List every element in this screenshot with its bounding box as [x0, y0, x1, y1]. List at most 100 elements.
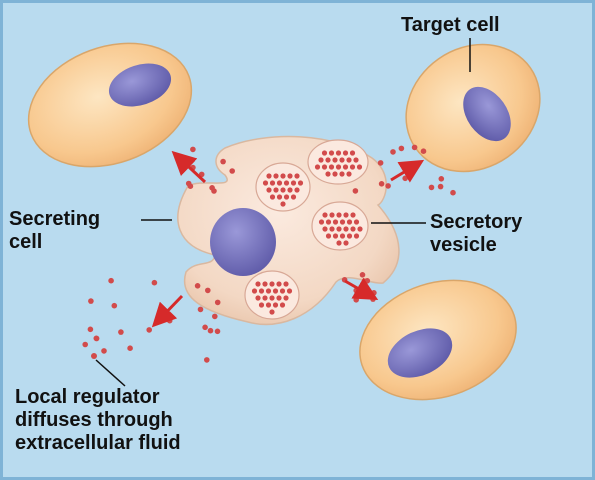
molecule-dot: [339, 219, 346, 225]
molecule-dot: [352, 188, 359, 194]
nucleus: [463, 86, 511, 142]
molecule-dot: [87, 326, 94, 333]
molecule-dot: [279, 302, 286, 308]
molecule-dot: [108, 277, 114, 284]
molecule-dot: [88, 298, 94, 304]
molecule-dot: [332, 157, 338, 163]
molecule-dot: [276, 295, 282, 301]
molecule-dot: [91, 353, 97, 359]
molecule-dot: [336, 212, 342, 218]
molecule-dot: [229, 168, 235, 174]
molecule-dot: [349, 150, 356, 156]
local-regulator-label-line1: Local regulator: [15, 386, 160, 408]
molecule-dot: [398, 145, 405, 152]
molecule-dot: [197, 306, 204, 313]
target-cell-label: Target cell: [401, 14, 500, 37]
molecule-dot: [214, 299, 221, 306]
target-cell-top-left: [27, 42, 193, 168]
molecule-dot: [385, 183, 391, 189]
molecule-dot: [280, 201, 286, 207]
molecule-dot: [329, 212, 335, 218]
molecule-dot: [356, 164, 363, 170]
molecule-dot: [438, 176, 445, 182]
molecule-dot: [343, 212, 349, 218]
molecule-dot: [364, 278, 371, 284]
molecule-dot: [283, 281, 289, 287]
molecule-dot: [346, 233, 353, 239]
molecule-dot: [342, 164, 349, 170]
molecule-dot: [390, 149, 396, 155]
molecule-dot: [146, 327, 152, 333]
molecule-dot: [411, 144, 418, 151]
molecule-dot: [339, 233, 346, 239]
molecule-dot: [151, 279, 158, 286]
molecule-dot: [450, 189, 456, 196]
molecule-dot: [205, 287, 211, 294]
molecule-dot: [437, 183, 444, 190]
molecule-dot: [255, 295, 261, 301]
molecule-dot: [353, 233, 360, 239]
molecule-dot: [283, 194, 290, 200]
molecule-dot: [325, 233, 332, 239]
molecule-dot: [353, 219, 360, 225]
molecule-dot: [325, 219, 332, 225]
secretory-vesicle: [307, 139, 369, 185]
diffusion-arrow: [171, 150, 207, 184]
molecule-dot: [251, 288, 258, 294]
molecule-dot: [127, 345, 133, 352]
molecule-dot: [269, 309, 275, 315]
molecule-dot: [101, 348, 107, 354]
molecule-dot: [336, 240, 342, 246]
molecule-dot: [350, 226, 356, 232]
secretory-vesicle-label: Secretory vesicle: [430, 211, 522, 257]
molecule-dot: [290, 180, 297, 186]
molecule-dot: [294, 187, 300, 193]
molecule-dot: [377, 160, 384, 166]
molecule-dot: [111, 302, 118, 309]
molecule-dot: [262, 180, 269, 186]
molecule-dot: [339, 157, 345, 163]
molecule-dot: [290, 194, 297, 200]
molecule-dot: [118, 329, 124, 335]
molecule-dot: [166, 317, 173, 324]
secreting-cell-nucleus: [210, 208, 276, 276]
molecule-dot: [318, 219, 325, 225]
molecule-dot: [202, 324, 208, 331]
molecule-dot: [321, 150, 328, 156]
molecule-dot: [322, 212, 328, 218]
molecule-dot: [287, 173, 293, 179]
molecule-dot: [335, 150, 342, 156]
molecule-dot: [353, 157, 359, 163]
molecule-dot: [209, 185, 215, 191]
molecule-dot: [280, 173, 286, 179]
molecule-dot: [359, 272, 366, 278]
molecule-dot: [332, 219, 339, 225]
molecule-dot: [287, 187, 293, 193]
secreting-cell-label-line1: Secreting: [9, 208, 101, 230]
molecule-dot: [294, 173, 300, 179]
molecule-dot: [328, 164, 335, 170]
molecule-dot: [297, 180, 304, 186]
molecule-dot: [314, 164, 321, 170]
molecule-dot: [269, 281, 275, 287]
molecule-dot: [93, 335, 100, 342]
molecule-dot: [266, 173, 272, 179]
secreting-cell-label-line2: cell: [9, 231, 43, 253]
molecule-dot: [262, 295, 268, 301]
diffusion-arrow: [390, 159, 425, 183]
molecule-dot: [266, 187, 272, 193]
molecule-dot: [343, 240, 349, 246]
molecule-dot: [187, 183, 194, 189]
molecule-dot: [262, 281, 268, 287]
molecule-dot: [328, 150, 335, 156]
molecule-dot: [82, 341, 88, 348]
local-regulator-label-line2: diffuses through: [15, 409, 173, 431]
molecule-dot: [265, 302, 272, 308]
molecule-dot: [269, 295, 275, 301]
molecule-dot: [318, 157, 324, 163]
molecule-dot: [329, 226, 335, 232]
molecule-dot: [336, 226, 342, 232]
molecule-dot: [353, 297, 360, 303]
